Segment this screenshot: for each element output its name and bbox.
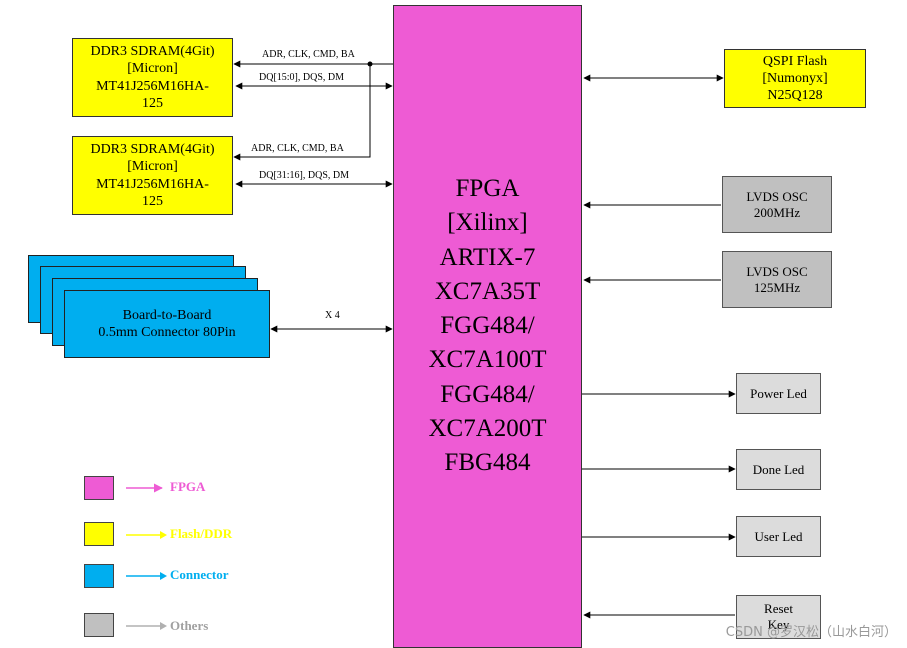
fpga-block: FPGA [Xilinx] ARTIX-7 XC7A35T FGG484/ XC… — [393, 5, 582, 648]
fpga-line: FBG484 — [444, 449, 531, 476]
legend-swatch-fpga — [84, 476, 114, 500]
connector-block: Board-to-Board 0.5mm Connector 80Pin — [64, 290, 270, 358]
fpga-line: FGG484/ — [440, 312, 535, 339]
power-led-block: Power Led — [736, 373, 821, 414]
bus-junction-dot — [367, 61, 373, 67]
watermark: CSDN @罗汉松（山水白河） — [725, 625, 897, 640]
ddr2-line: DDR3 SDRAM(4Git) — [90, 142, 215, 158]
legend-arrowhead-others — [160, 622, 167, 630]
legend-arrowhead-flash — [160, 531, 167, 539]
connector-bus-label: X 4 — [325, 310, 340, 321]
ddr1-line: [Micron] — [127, 61, 178, 77]
lvds-osc-200-block: LVDS OSC 200MHz — [722, 176, 832, 233]
fpga-line: ARTIX-7 — [439, 243, 536, 271]
reset-key-line: Reset — [764, 601, 793, 617]
ddr2-data-label: DQ[31:16], DQS, DM — [259, 170, 349, 181]
qspi-flash-block: QSPI Flash [Numonyx] N25Q128 — [724, 49, 866, 108]
legend-arrowhead-connector — [160, 572, 167, 580]
qspi-line: [Numonyx] — [762, 70, 828, 86]
ddr3-block-2: DDR3 SDRAM(4Git) [Micron] MT41J256M16HA-… — [72, 136, 233, 215]
legend-label-flash: Flash/DDR — [170, 526, 233, 541]
power-led-label: Power Led — [750, 385, 807, 401]
reset-key-block: Reset Key — [736, 595, 821, 639]
ddr3-block-1: DDR3 SDRAM(4Git) [Micron] MT41J256M16HA-… — [72, 38, 233, 117]
ddr1-line: MT41J256M16HA- — [96, 78, 209, 94]
done-led-label: Done Led — [752, 461, 805, 477]
fpga-line: XC7A100T — [428, 346, 547, 374]
fpga-line: FPGA — [455, 175, 520, 202]
ddr1-line: 125 — [142, 95, 163, 111]
done-led-block: Done Led — [736, 449, 821, 490]
user-led-label: User Led — [754, 528, 803, 544]
connector-line: 0.5mm Connector 80Pin — [98, 325, 236, 340]
ddr2-addr-wire — [233, 64, 371, 161]
fpga-line: FGG484/ — [440, 380, 535, 408]
fpga-line: XC7A200T — [428, 414, 547, 442]
legend-label-fpga: FPGA — [170, 479, 206, 494]
ddr2-addr-label: ADR, CLK, CMD, BA — [251, 143, 344, 154]
legend-swatch-connector — [84, 564, 114, 588]
osc125-line: LVDS OSC — [746, 263, 808, 279]
ddr1-addr-label: ADR, CLK, CMD, BA — [262, 49, 355, 60]
fpga-line: [Xilinx] — [447, 209, 528, 237]
ddr1-data-label: DQ[15:0], DQS, DM — [259, 72, 344, 83]
osc200-line: LVDS OSC — [746, 188, 808, 204]
qspi-line: QSPI Flash — [762, 53, 828, 69]
connector-line: Board-to-Board — [122, 307, 212, 323]
qspi-line: N25Q128 — [767, 88, 823, 104]
ddr2-line: 125 — [142, 193, 163, 209]
legend-label-connector: Connector — [170, 567, 229, 582]
legend-swatch-others — [84, 613, 114, 637]
osc200-line: 200MHz — [753, 204, 801, 220]
lvds-osc-125-block: LVDS OSC 125MHz — [722, 251, 832, 308]
ddr1-line: DDR3 SDRAM(4Git) — [90, 44, 215, 60]
fpga-line: XC7A35T — [434, 277, 541, 305]
osc125-line: 125MHz — [753, 279, 801, 295]
ddr2-line: MT41J256M16HA- — [96, 176, 209, 192]
user-led-block: User Led — [736, 516, 821, 557]
legend-swatch-flash — [84, 522, 114, 546]
reset-key-line: Key — [767, 617, 790, 632]
ddr2-line: [Micron] — [127, 159, 178, 175]
legend-label-others: Others — [170, 618, 209, 633]
